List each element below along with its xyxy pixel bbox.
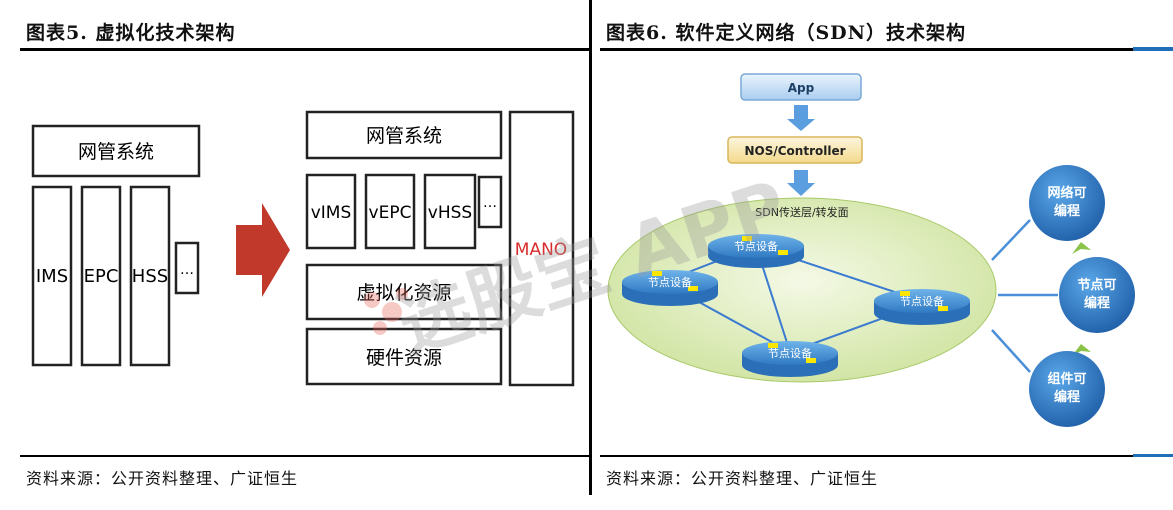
virtualization-diagram: 网管系统 IMS EPC HSS … 网管系统 vIMS vEPC vHSS …… bbox=[31, 110, 575, 387]
more-box-left bbox=[174, 241, 200, 295]
mgmt-system-box-right bbox=[305, 110, 503, 160]
left-panel: 图表5. 虚拟化技术架构 网管系统 IMS EPC HSS … 网管系统 vIM… bbox=[20, 22, 590, 488]
virtual-resource-box bbox=[305, 263, 503, 321]
network-programmable-line2: 编程 bbox=[1054, 203, 1080, 219]
node-device-2: 节点设备 bbox=[622, 270, 718, 306]
bottom-rule-accent bbox=[1133, 454, 1173, 457]
programmability-connectors bbox=[991, 219, 1058, 373]
controller-box bbox=[727, 136, 863, 164]
source-note-right: 资料来源：公开资料整理、广证恒生 bbox=[606, 469, 879, 488]
node-programmable-circle: 节点可 编程 bbox=[1059, 257, 1135, 333]
vepc-label: vEPC bbox=[369, 203, 412, 223]
virtual-resource-label: 虚拟化资源 bbox=[356, 282, 451, 304]
transform-arrow bbox=[236, 203, 290, 297]
hardware-resource-label: 硬件资源 bbox=[366, 347, 442, 369]
ims-box bbox=[31, 185, 73, 367]
node-device-1: 节点设备 bbox=[708, 234, 804, 268]
epc-box bbox=[80, 185, 122, 367]
component-programmable-line2: 编程 bbox=[1054, 389, 1080, 405]
node-device-4: 节点设备 bbox=[742, 341, 838, 377]
mgmt-system-box-left bbox=[31, 124, 201, 178]
top-rule bbox=[20, 48, 590, 51]
app-box bbox=[740, 73, 862, 101]
network-programmable-circle: 网络可 编程 bbox=[1029, 165, 1105, 241]
node-programmable-line1: 节点可 bbox=[1077, 277, 1116, 293]
controller-label: NOS/Controller bbox=[744, 144, 845, 158]
more-box-right bbox=[477, 175, 503, 229]
vims-label: vIMS bbox=[311, 203, 352, 223]
mgmt-system-label-right: 网管系统 bbox=[366, 125, 442, 147]
more-label-left: … bbox=[180, 262, 194, 278]
vhss-box bbox=[423, 173, 477, 250]
hss-label: HSS bbox=[132, 266, 168, 287]
up-chevron-1 bbox=[1072, 242, 1091, 254]
down-arrow-1 bbox=[787, 105, 815, 131]
figure-title-right: 图表6. 软件定义网络（SDN）技术架构 bbox=[606, 22, 967, 44]
down-arrow-2 bbox=[787, 170, 815, 196]
sdn-diagram: App NOS/Controller SDN传送层/转发面 节点设备 bbox=[607, 73, 1135, 427]
bottom-rule bbox=[20, 455, 590, 457]
vhss-label: vHSS bbox=[428, 203, 472, 223]
panel-divider bbox=[589, 0, 592, 495]
figure-title: 图表5. 虚拟化技术架构 bbox=[26, 22, 236, 44]
right-panel: 图表6. 软件定义网络（SDN）技术架构 App bbox=[592, 0, 1173, 510]
component-programmable-circle: 组件可 编程 bbox=[1029, 351, 1105, 427]
component-programmable-line1: 组件可 bbox=[1047, 371, 1086, 387]
more-label-right: … bbox=[483, 195, 497, 211]
app-label: App bbox=[788, 81, 815, 95]
network-programmable-line1: 网络可 bbox=[1047, 185, 1086, 201]
mano-box bbox=[508, 110, 575, 387]
hardware-resource-box bbox=[305, 327, 503, 386]
node-programmable-line2: 编程 bbox=[1084, 295, 1110, 311]
vepc-box bbox=[364, 173, 416, 250]
top-rule-accent bbox=[1133, 47, 1173, 51]
node-device-2-label: 节点设备 bbox=[648, 275, 692, 289]
epc-label: EPC bbox=[84, 266, 119, 287]
mgmt-system-label-left: 网管系统 bbox=[78, 141, 154, 163]
source-note: 资料来源：公开资料整理、广证恒生 bbox=[26, 469, 299, 488]
mano-label: MANO bbox=[515, 240, 567, 260]
sdn-layer-label: SDN传送层/转发面 bbox=[755, 205, 848, 219]
node-device-3: 节点设备 bbox=[874, 289, 970, 325]
hss-box bbox=[129, 185, 171, 367]
node-device-1-label: 节点设备 bbox=[734, 239, 778, 253]
node-device-4-label: 节点设备 bbox=[768, 346, 812, 360]
top-rule-right bbox=[600, 48, 1133, 51]
bottom-rule-right bbox=[600, 455, 1133, 457]
vims-box bbox=[305, 173, 357, 250]
sdn-layer-ellipse bbox=[607, 197, 997, 383]
ims-label: IMS bbox=[36, 266, 68, 287]
node-device-3-label: 节点设备 bbox=[900, 294, 944, 308]
